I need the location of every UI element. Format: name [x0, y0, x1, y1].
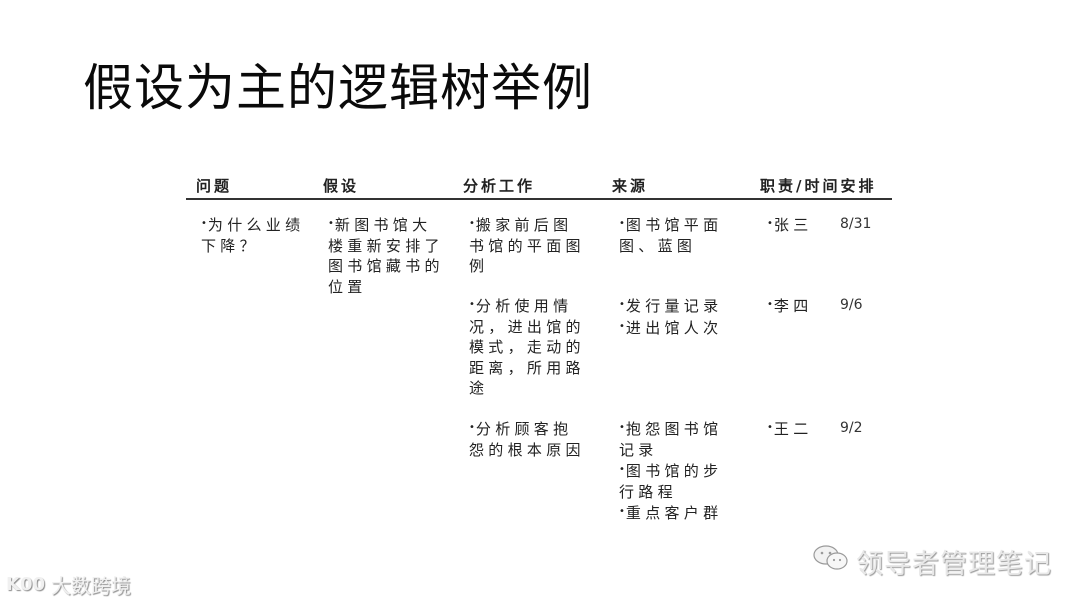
header-source: 来源	[612, 177, 649, 195]
source-cell-1: •图书馆平面 图、蓝图	[619, 216, 723, 255]
wechat-icon	[812, 543, 850, 580]
owner-cell-3: •王二	[767, 420, 813, 438]
analysis-cell-3: •分析顾客抱 怨的根本原因	[469, 420, 585, 459]
source-cell-3: •抱怨图书馆 记录 •图书馆的步 行路程 •重点客户群	[619, 420, 723, 522]
watermark-right-text: 领导者管理笔记	[856, 549, 1052, 580]
owner-cell-2: •李四	[767, 297, 813, 315]
header-analysis: 分析工作	[463, 177, 536, 195]
header-hypothesis: 假设	[323, 177, 360, 195]
question-cell: •为什么业绩 下降？	[201, 216, 305, 255]
header-responsibility: 职责/时间安排	[760, 177, 877, 195]
date-cell-1: 8/31	[840, 216, 872, 232]
brand-logo-icon: K00	[6, 574, 45, 595]
watermark-left-text: 大数跨境	[51, 574, 131, 598]
source-cell-2: •发行量记录 •进出馆人次	[619, 297, 723, 337]
header-question: 问题	[196, 177, 233, 195]
logic-tree-table: 问题 假设 分析工作 来源 职责/时间安排	[186, 172, 892, 200]
analysis-cell-2: •分析使用情 况，进出馆的 模式，走动的 距离，所用路 途	[469, 297, 585, 397]
date-cell-3: 9/2	[840, 420, 863, 436]
date-cell-2: 9/6	[840, 297, 863, 313]
page-title: 假设为主的逻辑树举例	[83, 59, 593, 117]
owner-cell-1: •张三	[767, 216, 813, 234]
analysis-cell-1: •搬家前后图 书馆的平面图 例	[469, 216, 585, 275]
watermark-wechat: 领导者管理笔记	[812, 542, 1052, 581]
table-header: 问题 假设 分析工作 来源 职责/时间安排	[186, 172, 892, 200]
hypothesis-cell: •新图书馆大 楼重新安排了 图书馆藏书的 位置	[328, 216, 444, 296]
watermark-brand: K00 大数跨境	[6, 570, 131, 599]
